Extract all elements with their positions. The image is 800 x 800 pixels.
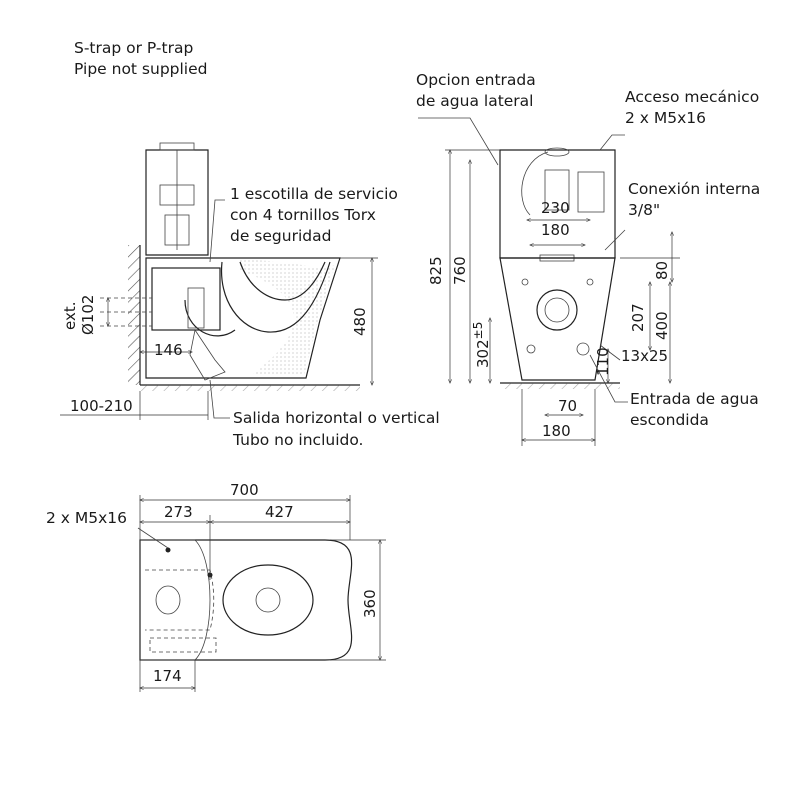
slot-leader [599, 344, 621, 361]
dim-825: 825 [427, 256, 445, 285]
dim-180-top: 180 [541, 221, 570, 239]
front-bolt-2 [586, 278, 594, 286]
top-outline [139, 539, 353, 661]
front-fill-valve [577, 171, 605, 213]
internal-conn-note-line2: 3/8" [628, 201, 661, 219]
hatch-note-line3: de seguridad [230, 227, 332, 245]
side-inlet-note-line2: de agua lateral [416, 92, 534, 110]
dim-427: 427 [265, 503, 294, 521]
front-bowl-outline [499, 257, 616, 381]
outlet-leader [209, 379, 230, 419]
trap-note-line1: S-trap or P-trap [74, 39, 194, 57]
front-flush-button [544, 147, 570, 157]
dim-302-value: 302 [474, 339, 492, 368]
hatch-pipe [187, 287, 205, 329]
dim-180-base: 180 [542, 422, 571, 440]
hatch-leader [209, 199, 225, 263]
dim-pipe-ext: ext. [61, 301, 79, 331]
internal-conn-note-line1: Conexión interna [628, 180, 761, 198]
dim-wall-distance: 100-210 [70, 397, 133, 415]
front-hose [521, 151, 549, 216]
bowl-outline [145, 257, 341, 379]
hidden-inlet-note-line1: Entrada de agua [630, 390, 759, 408]
bowl-trap-inner [239, 261, 326, 301]
dim-207: 207 [629, 303, 647, 332]
bowl-shading [240, 260, 336, 376]
top-screws-leader [137, 527, 169, 549]
hidden-inlet-leader [589, 354, 628, 403]
tank-float [164, 214, 190, 246]
dim-pipe-diameter: Ø102 [79, 294, 97, 335]
outlet-note-line2: Tubo no incluido. [233, 431, 364, 449]
dim-13x25: 13x25 [621, 347, 669, 365]
front-bolt-1 [521, 278, 529, 286]
bowl-trap-outer [220, 261, 331, 333]
vertical-outlet [189, 328, 226, 381]
side-inlet-note-line1: Opcion entrada [416, 71, 536, 89]
side-inlet-leader [418, 117, 499, 166]
front-floor-hatch [500, 383, 620, 389]
top-bowl-rim [222, 564, 314, 636]
dim-80: 80 [653, 260, 671, 280]
flush-button [159, 142, 195, 151]
internal-conn-leader [604, 229, 626, 251]
front-valve [544, 169, 570, 211]
top-screw-1 [165, 547, 171, 553]
front-outlet-outer [536, 289, 578, 331]
dim-273: 273 [164, 503, 193, 521]
dim-480: 480 [351, 307, 369, 336]
trap-note-line2: Pipe not supplied [74, 60, 208, 78]
wall-hatch [128, 245, 140, 385]
trap-bend [184, 299, 236, 337]
front-water-inlet [576, 342, 590, 356]
top-screws-note: 2 x M5x16 [46, 509, 128, 527]
front-slot [526, 344, 536, 354]
outlet-note-line1: Salida horizontal o vertical [233, 409, 440, 427]
mech-access-note-line1: Acceso mecánico [625, 88, 760, 106]
hidden-inlet-note-line2: escondida [630, 411, 709, 429]
dim-146: 146 [154, 341, 183, 359]
dim-400: 400 [653, 311, 671, 340]
dim-110: 110 [594, 347, 612, 376]
dim-70: 70 [558, 397, 578, 415]
top-hatch-dashed [145, 569, 215, 631]
dim-174: 174 [153, 667, 182, 685]
top-slot-dashed [149, 637, 217, 653]
top-tank-outline [140, 539, 211, 661]
mech-access-note-line2: 2 x M5x16 [625, 109, 707, 127]
tank-mechanism [159, 184, 195, 206]
mech-access-leader [599, 134, 625, 151]
dim-230: 230 [541, 199, 570, 217]
floor-hatch [140, 385, 360, 391]
service-hatch [151, 267, 221, 331]
top-inlet [155, 585, 181, 615]
side-view [60, 142, 378, 420]
hatch-note-line2: con 4 tornillos Torx [230, 206, 376, 224]
dim-700: 700 [230, 481, 259, 499]
dim-360: 360 [361, 589, 379, 618]
front-outlet-inner [544, 297, 570, 323]
dim-302-tolerance: ±5 [471, 321, 485, 340]
dim-302: 302±5 [471, 321, 492, 368]
dim-760: 760 [451, 256, 469, 285]
top-drain [255, 587, 281, 613]
front-view [418, 117, 680, 446]
top-view [137, 495, 386, 692]
hatch-note-line1: 1 escotilla de servicio [230, 185, 398, 203]
